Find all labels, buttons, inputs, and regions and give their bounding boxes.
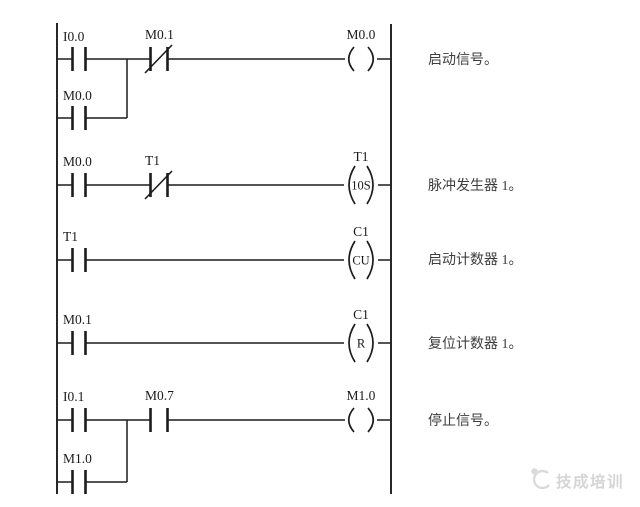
no-contact-icon [71, 173, 87, 197]
coil-label: C1 [353, 307, 369, 322]
rung-comment: 复位计数器 1。 [428, 335, 523, 352]
contact-label: I0.0 [63, 29, 85, 44]
coil-paren-right [366, 165, 374, 205]
timer-coil-icon [348, 165, 374, 205]
rung-comment: 停止信号。 [428, 412, 498, 429]
coil-function: R [357, 337, 366, 351]
coil-paren-left [347, 46, 355, 72]
nc-slash [144, 170, 173, 200]
jicheng-bird-logo-icon [531, 468, 550, 490]
contact-label: T1 [145, 153, 160, 168]
coil-function: CU [352, 254, 369, 268]
coil-paren-left [348, 165, 356, 205]
contact-label: M0.0 [63, 88, 92, 103]
coil-label: M1.0 [347, 388, 376, 403]
rung-comment: 启动计数器 1。 [428, 252, 523, 268]
no-contact-icon [71, 408, 87, 432]
coil-paren-left [348, 323, 356, 363]
no-contact-icon [71, 470, 87, 494]
coil-label: T1 [354, 149, 369, 164]
coil-paren-left [348, 240, 356, 280]
no-contact-icon [71, 331, 87, 355]
rung-5: I0.1 M0.7 M1.0 M1.0 [57, 388, 391, 494]
coil-paren-right [366, 240, 374, 280]
watermark-text: 技成培训 [556, 472, 624, 491]
counter-coil-icon [348, 240, 374, 280]
nc-contact-icon [144, 44, 173, 74]
power-rails [56, 23, 392, 494]
no-contact-icon [71, 248, 87, 272]
coil-label: M0.0 [347, 27, 376, 42]
rung-2: M0.0 T1 10S T1 [57, 149, 391, 205]
coil-label: C1 [353, 224, 369, 239]
contact-label: I0.1 [63, 389, 84, 404]
reset-coil-icon [348, 323, 374, 363]
no-contact-icon [71, 106, 87, 130]
contact-label: T1 [63, 229, 78, 244]
coil-icon [347, 46, 375, 72]
coil-paren-right [367, 407, 375, 433]
rung-comment: 启动信号。 [428, 52, 498, 68]
nc-slash [144, 44, 173, 74]
coil-paren-left [347, 407, 355, 433]
rung-1: I0.0 M0.1 M0.0 M0.0 [57, 27, 391, 130]
no-contact-icon [71, 47, 87, 71]
contact-label: M0.0 [63, 154, 92, 169]
contact-label: M0.7 [145, 388, 174, 403]
no-contact-icon [149, 408, 169, 432]
coil-function: 10S [351, 179, 371, 193]
nc-contact-icon [144, 170, 173, 200]
rung-comments: 启动信号。 脉冲发生器 1。 启动计数器 1。 复位计数器 1。 停止信号。 [428, 52, 523, 429]
rung-4: M0.1 R C1 [57, 307, 391, 363]
rung-comment: 脉冲发生器 1。 [428, 178, 523, 194]
contact-label: M1.0 [63, 451, 92, 466]
watermark: 技成培训 [531, 468, 624, 491]
coil-paren-right [366, 323, 374, 363]
coil-icon [347, 407, 375, 433]
contact-label: M0.1 [145, 27, 174, 42]
contact-label: M0.1 [63, 312, 92, 327]
rung-3: T1 CU C1 [57, 224, 391, 280]
coil-paren-right [367, 46, 375, 72]
